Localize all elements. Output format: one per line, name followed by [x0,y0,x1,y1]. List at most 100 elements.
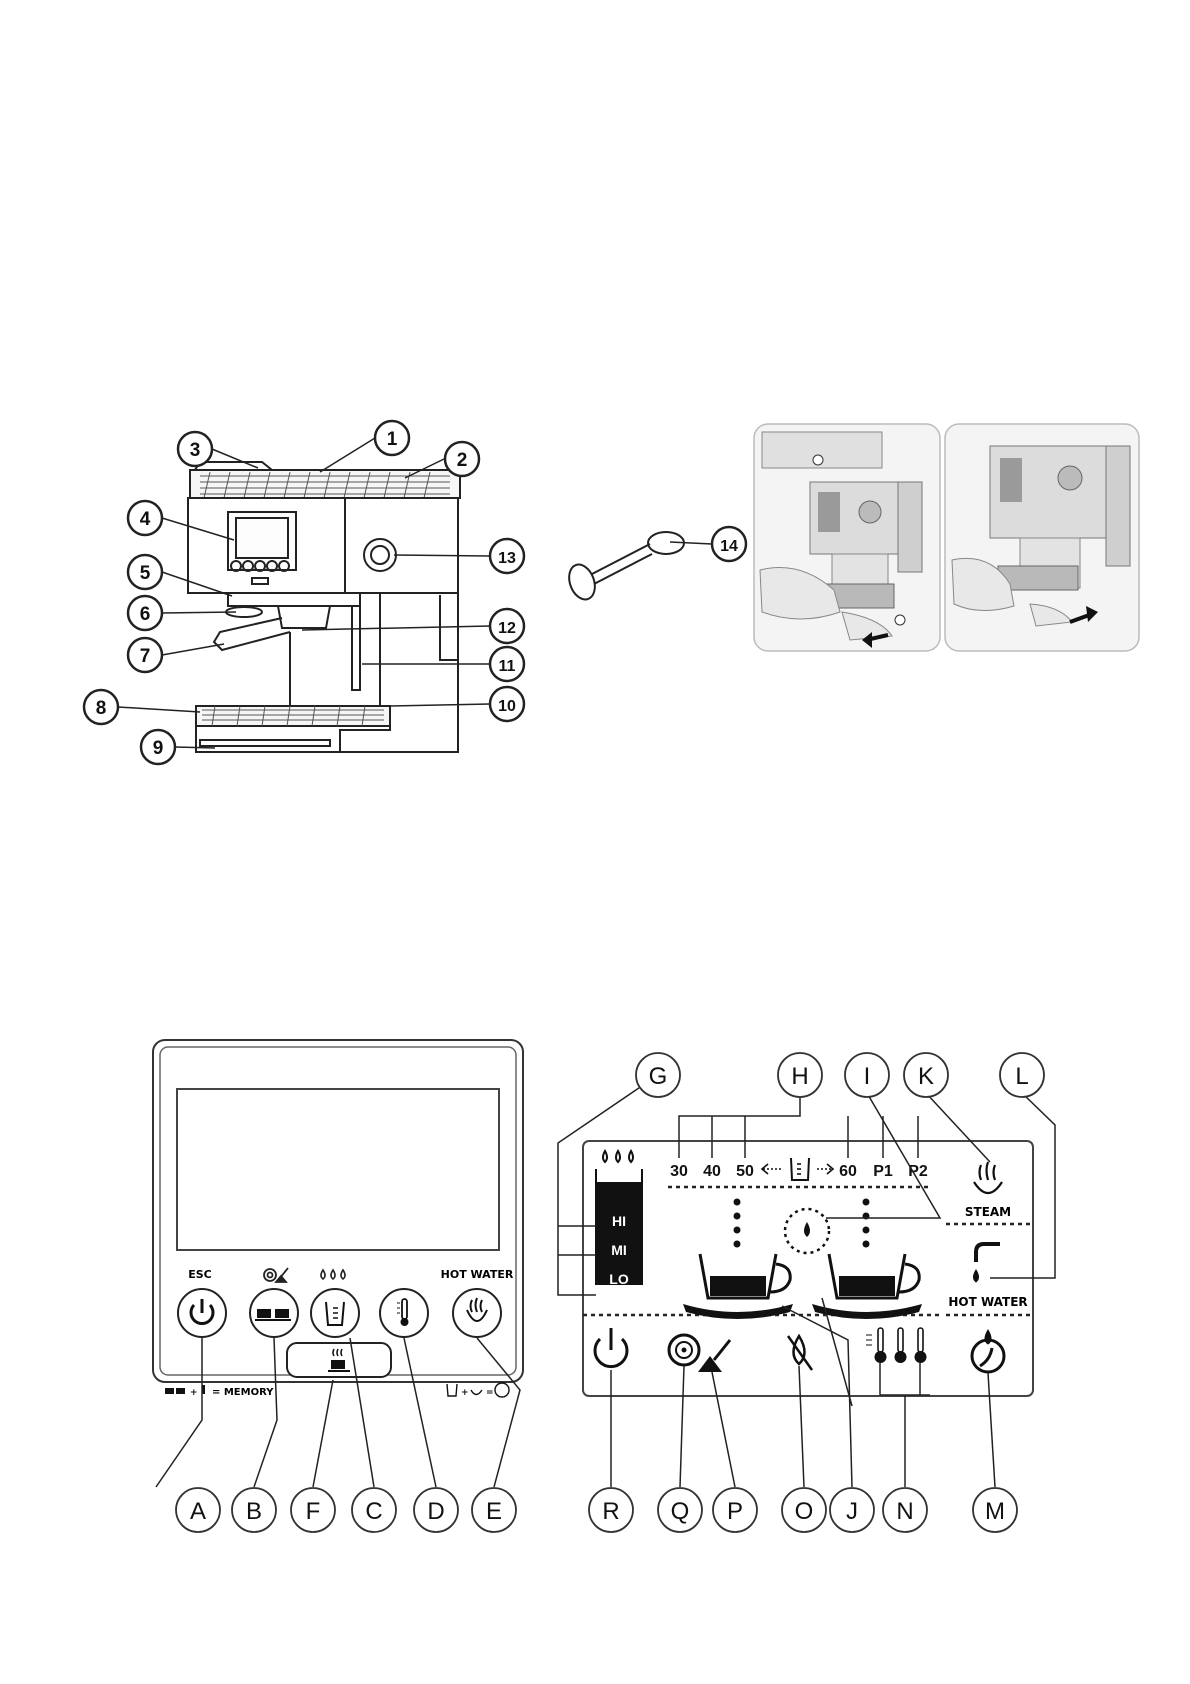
volume-40: 40 [703,1163,721,1180]
letter-c: C [365,1498,382,1525]
callout-label-7: 7 [140,646,151,667]
drip-tray-photo-2 [944,423,1140,652]
letter-a: A [190,1498,206,1525]
water-drops-icon [320,1268,346,1281]
two-cups-button[interactable] [249,1288,299,1338]
espresso-machine-drawing [187,461,461,753]
letter-g: G [649,1063,668,1090]
steam-button[interactable] [452,1288,502,1338]
letter-m: M [985,1498,1005,1525]
callout-10 [488,685,526,723]
letter-e: E [486,1498,502,1525]
display-diagram: HI MI LO 30 40 50 60 P1 P2 [582,1140,1034,1397]
callout-11 [488,645,526,683]
callout-13 [488,537,526,575]
letter-l: L [1015,1063,1028,1090]
volume-arrows-icon [760,1157,835,1181]
machine-callouts [82,419,748,766]
volume-60: 60 [839,1163,857,1180]
callout-label-10: 10 [498,698,516,715]
svg-text:+: + [190,1388,198,1398]
callout-label-9: 9 [153,738,164,759]
drip-tray-photo-1 [753,423,941,652]
letter-n: N [896,1498,913,1525]
letter-q: Q [671,1498,690,1525]
letter-d: D [427,1498,444,1525]
water-levels: HI MI LO [609,1213,629,1287]
callout-5 [126,553,164,591]
descale-combo-icon: + = [446,1382,510,1398]
callout-label-5: 5 [140,563,151,584]
callout-label-2: 2 [457,450,468,471]
callout-8 [82,688,120,726]
callout-label-13: 13 [498,550,516,567]
filter-clean-icon [667,1333,701,1367]
svg-text:=: = [486,1388,494,1398]
letter-leader-lines [155,1074,1056,1488]
level-hi: HI [612,1213,626,1229]
pre-infusion-icon [783,1207,831,1255]
callout-14 [710,525,748,563]
esc-label: ESC [188,1268,212,1281]
level-mi: MI [611,1242,627,1258]
control-panel: ESC HOT WATER [152,1039,524,1398]
letter-k: K [918,1063,934,1090]
callout-9 [139,728,177,766]
power-button[interactable] [177,1288,227,1338]
svg-text:+: + [461,1388,469,1398]
machine-callout-labels: 1 2 3 4 5 6 7 8 9 10 11 12 13 14 [96,429,738,759]
display-hot-water-label: HOT WATER [948,1295,1027,1309]
callout-label-8: 8 [96,698,107,719]
letter-i: I [864,1063,871,1090]
hot-water-tap-icon [973,1242,1000,1283]
callout-1 [373,419,411,457]
callout-label-3: 3 [190,440,201,461]
display-power-icon [593,1328,629,1369]
letter-circles [175,1052,1045,1533]
callout-2 [443,440,481,478]
descale-icon [970,1329,1006,1374]
callout-12 [488,607,526,645]
steam-icon [973,1161,1003,1195]
right-cup-icon [812,1198,922,1319]
volume-p1: P1 [873,1163,893,1180]
panel-display-window [176,1088,500,1251]
memory-combo-icon: + [165,1385,205,1398]
clean-icon [263,1267,289,1283]
left-cup-icon [683,1198,793,1319]
machine-leader-lines [117,437,713,749]
callout-label-14: 14 [720,538,738,555]
callout-label-1: 1 [387,429,398,450]
volume-30: 30 [670,1163,688,1180]
temperature-button[interactable] [379,1288,429,1338]
panel-hot-water-label: HOT WATER [441,1268,514,1281]
callout-7 [126,636,164,674]
volume-button[interactable] [310,1288,360,1338]
letter-r: R [602,1498,619,1525]
volume-50: 50 [736,1163,754,1180]
callout-6 [126,594,164,632]
callout-4 [126,499,164,537]
one-cup-button[interactable] [286,1342,392,1378]
letter-o: O [795,1498,814,1525]
steam-label: STEAM [965,1205,1011,1219]
callout-label-4: 4 [140,509,151,530]
callout-label-11: 11 [499,658,516,675]
volume-p2: P2 [908,1163,928,1180]
level-lo: LO [609,1271,629,1287]
brush-icon [698,1339,732,1372]
letter-p: P [727,1498,743,1525]
letter-labels: G H I K L A B F C D E R Q P O J N M [190,1063,1029,1525]
callout-label-12: 12 [498,620,516,637]
callout-label-6: 6 [140,604,151,625]
letter-b: B [246,1498,262,1525]
tamper-drawing [568,531,685,601]
no-water-icon [786,1333,814,1371]
memory-label: = MEMORY [212,1387,274,1398]
letter-f: F [306,1498,321,1525]
letter-h: H [791,1063,808,1090]
water-level-fill [596,1182,642,1284]
volume-options: 30 40 50 60 P1 P2 [670,1163,928,1180]
temperature-levels-icon [866,1327,927,1363]
